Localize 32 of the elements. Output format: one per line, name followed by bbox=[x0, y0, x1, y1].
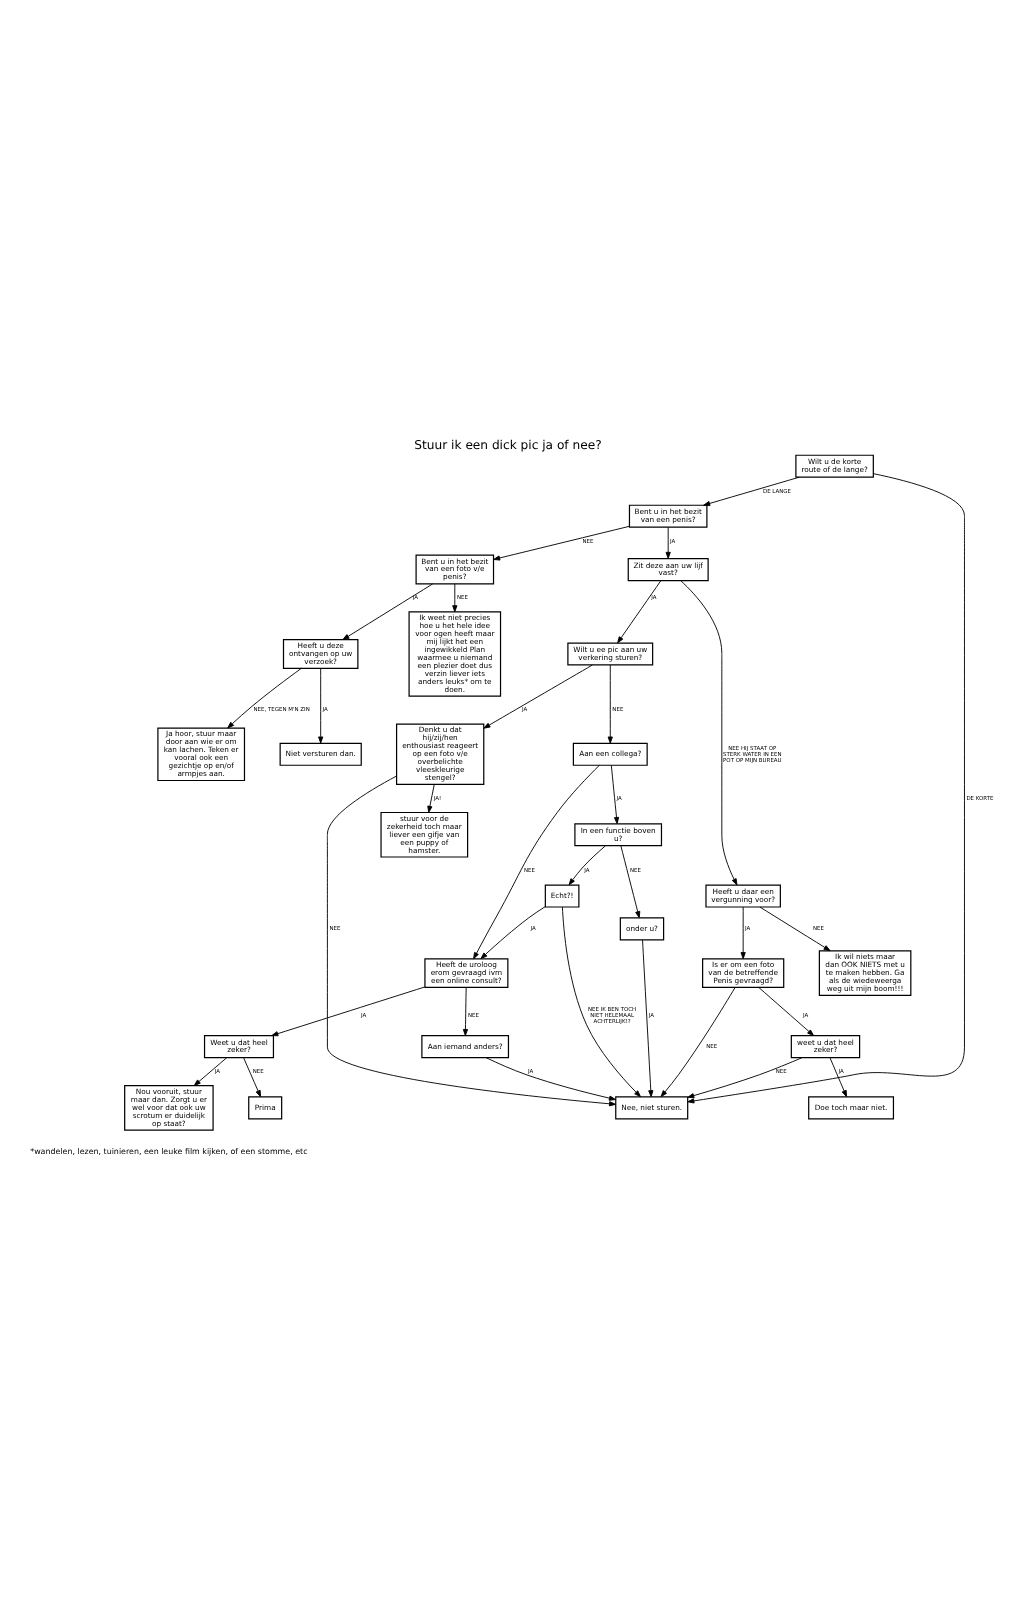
arrow bbox=[426, 784, 434, 813]
arrow bbox=[686, 473, 964, 1104]
arrow bbox=[686, 1057, 802, 1099]
arrow bbox=[317, 667, 323, 744]
arrow bbox=[609, 764, 619, 825]
arrow bbox=[341, 583, 433, 641]
arrow bbox=[226, 667, 301, 729]
arrow bbox=[739, 906, 745, 960]
arrow bbox=[664, 526, 670, 559]
arrow bbox=[192, 1057, 227, 1086]
arrow bbox=[270, 986, 425, 1037]
arrow bbox=[641, 939, 653, 1098]
arrow bbox=[758, 906, 830, 952]
arrow bbox=[560, 906, 640, 1098]
arrow bbox=[659, 987, 735, 1098]
arrow bbox=[679, 580, 737, 886]
arrow bbox=[482, 664, 592, 729]
arrow bbox=[702, 476, 799, 506]
arrow bbox=[461, 987, 468, 1036]
arrow bbox=[828, 1057, 847, 1098]
arrow bbox=[606, 664, 612, 744]
arrow bbox=[484, 1057, 615, 1101]
arrow bbox=[492, 525, 629, 561]
arrow bbox=[472, 764, 599, 960]
arrow bbox=[451, 583, 457, 613]
arrow bbox=[479, 906, 545, 960]
arrow bbox=[619, 845, 640, 919]
arrow bbox=[616, 580, 661, 644]
arrow bbox=[242, 1057, 261, 1098]
arrow bbox=[567, 845, 605, 886]
arrow bbox=[757, 987, 814, 1036]
arrow bbox=[325, 775, 616, 1107]
